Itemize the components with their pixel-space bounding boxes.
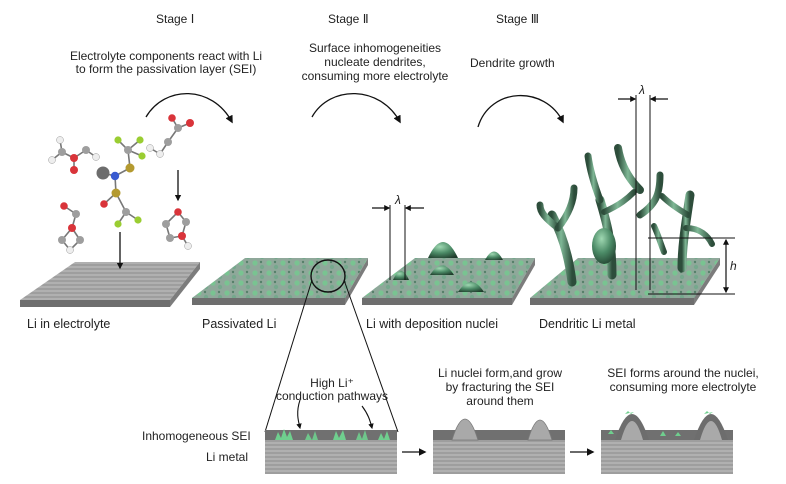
stage1-curved-arrow xyxy=(145,92,233,124)
panel2-label: Passivated Li xyxy=(202,317,277,331)
li-slab-top xyxy=(20,262,200,300)
stage3-label: Stage Ⅲ xyxy=(496,12,539,26)
nucleus-dome xyxy=(485,251,503,260)
nucleus-dome xyxy=(592,228,616,264)
cross-section-3 xyxy=(601,411,733,474)
step3-line1: SEI forms around the nuclei, xyxy=(607,366,759,380)
li-nucleus xyxy=(451,418,479,441)
panel-passivated-li xyxy=(192,92,401,433)
cross-section-1 xyxy=(265,399,397,474)
stage2-label: Stage Ⅱ xyxy=(328,12,369,26)
pathways-label-line1: High Li⁺ xyxy=(310,376,354,390)
sei-slab-top xyxy=(192,258,368,298)
nucleus-dome xyxy=(458,282,484,292)
li-metal-layer xyxy=(265,440,397,474)
step2-line1: Li nuclei form,and grow xyxy=(437,366,563,380)
sei-layer xyxy=(265,430,397,440)
stage2-curved-arrow xyxy=(311,92,401,124)
stage1-label: Stage Ⅰ xyxy=(156,12,195,26)
atoms xyxy=(48,114,194,254)
pathways-label-line2: conduction pathways xyxy=(275,389,389,403)
panel-dendritic-li xyxy=(530,95,735,305)
li-slab-edge xyxy=(20,300,170,307)
lambda-symbol-panel3: λ xyxy=(395,193,401,207)
sei-label: Inhomogeneous SEI xyxy=(142,429,251,443)
nucleus-dome xyxy=(428,242,458,258)
stage3-caption: Dendrite growth xyxy=(470,56,555,70)
step2-line3: around them xyxy=(466,394,534,408)
stage2-caption-line2: nucleate dendrites, xyxy=(324,55,426,69)
li-metal-label: Li metal xyxy=(206,450,249,464)
height-symbol: h xyxy=(730,259,737,273)
cross-section-2 xyxy=(433,418,565,474)
stage1-caption-line1: Electrolyte components react with Li xyxy=(69,49,263,63)
pathway-arrow-right xyxy=(361,405,374,430)
li-nucleus xyxy=(527,419,553,441)
lambda-symbol-panel4: λ xyxy=(639,83,645,97)
panel3-label: Li with deposition nuclei xyxy=(366,317,499,331)
stage2-caption-line3: consuming more electrolyte xyxy=(301,69,449,83)
zoom-line-left xyxy=(264,279,313,433)
zoom-circle xyxy=(310,259,346,293)
stage2-caption-line1: Surface inhomogeneities xyxy=(308,41,442,55)
nucleus-dome xyxy=(430,265,454,275)
step2-line2: by fracturing the SEI xyxy=(445,380,555,394)
panel1-label: Li in electrolyte xyxy=(27,317,111,331)
step3-line2: consuming more electrolyte xyxy=(609,380,757,394)
panel-li-in-electrolyte xyxy=(20,92,233,307)
panel4-label: Dendritic Li metal xyxy=(539,317,636,331)
zoom-line-right xyxy=(343,279,399,433)
stage3-curved-arrow xyxy=(477,94,564,128)
pathway-arrow-left xyxy=(296,399,302,430)
stage1-caption-line2: to form the passivation layer (SEI) xyxy=(75,62,257,76)
panel-li-deposition-nuclei xyxy=(362,94,564,305)
